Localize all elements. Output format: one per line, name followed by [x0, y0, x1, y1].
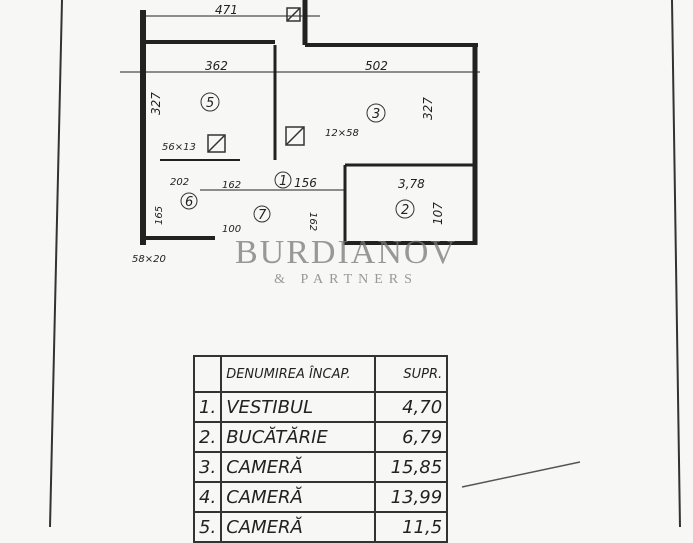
room-1: 1: [279, 174, 287, 189]
room-numbers: 1 2 3 5 6 7: [180, 92, 415, 223]
page-edge-left: [49, 0, 63, 527]
room-6: 6: [185, 195, 193, 210]
dim-156: 156: [294, 176, 317, 190]
row-area: 4,70: [374, 391, 449, 423]
table-header: DENUMIREA ÎNCAP. SUPR.: [192, 355, 449, 393]
dim-162-vert: 162: [307, 212, 318, 231]
vent-shafts: [207, 7, 305, 153]
scan-mark: [461, 461, 581, 488]
page-edge-right: [671, 0, 681, 527]
row-number: 3.: [192, 451, 223, 483]
header-number: [192, 355, 223, 393]
dim-56x13: 56×13: [162, 142, 196, 153]
room-7: 7: [258, 208, 267, 223]
row-area: 6,79: [374, 421, 449, 453]
row-number: 1.: [192, 391, 223, 423]
dim-162: 162: [222, 180, 241, 191]
header-area: SUPR.: [374, 355, 449, 393]
row-name: CAMERĂ: [220, 451, 377, 483]
header-name: DENUMIREA ÎNCAP.: [220, 355, 377, 393]
dim-165: 165: [154, 206, 165, 225]
room-5: 5: [206, 96, 214, 111]
row-name: CAMERĂ: [220, 511, 377, 543]
row-area: 13,99: [374, 481, 449, 513]
dim-202: 202: [170, 177, 189, 188]
walls: [120, 0, 480, 245]
dim-327-right: 327: [421, 97, 435, 120]
dim-100: 100: [222, 224, 241, 235]
row-number: 5.: [192, 511, 223, 543]
watermark-brand: BURDIANOV: [235, 234, 457, 271]
floor-plan: 471 362 502 327 327 12×58 3,78 156 107 1…: [49, 0, 681, 527]
row-name: VESTIBUL: [220, 391, 377, 423]
dim-107: 107: [431, 202, 445, 225]
dim-12x58: 12×58: [325, 128, 359, 139]
row-area: 11,5: [374, 511, 449, 543]
dimension-labels: 471 362 502 327 327 12×58 3,78 156 107 1…: [132, 3, 445, 265]
dim-471: 471: [215, 3, 238, 17]
dim-502: 502: [365, 59, 388, 73]
row-name: CAMERĂ: [220, 481, 377, 513]
row-name: BUCĂTĂRIE: [220, 421, 377, 453]
watermark-sub: & PARTNERS: [274, 272, 418, 287]
row-area: 15,85: [374, 451, 449, 483]
dim-58x20: 58×20: [132, 254, 166, 265]
dim-362: 362: [205, 59, 228, 73]
room-3: 3: [372, 107, 380, 122]
room-2: 2: [401, 203, 409, 218]
row-number: 2.: [192, 421, 223, 453]
dim-378: 3,78: [398, 177, 425, 191]
dim-327-left: 327: [149, 92, 163, 115]
row-number: 4.: [192, 481, 223, 513]
